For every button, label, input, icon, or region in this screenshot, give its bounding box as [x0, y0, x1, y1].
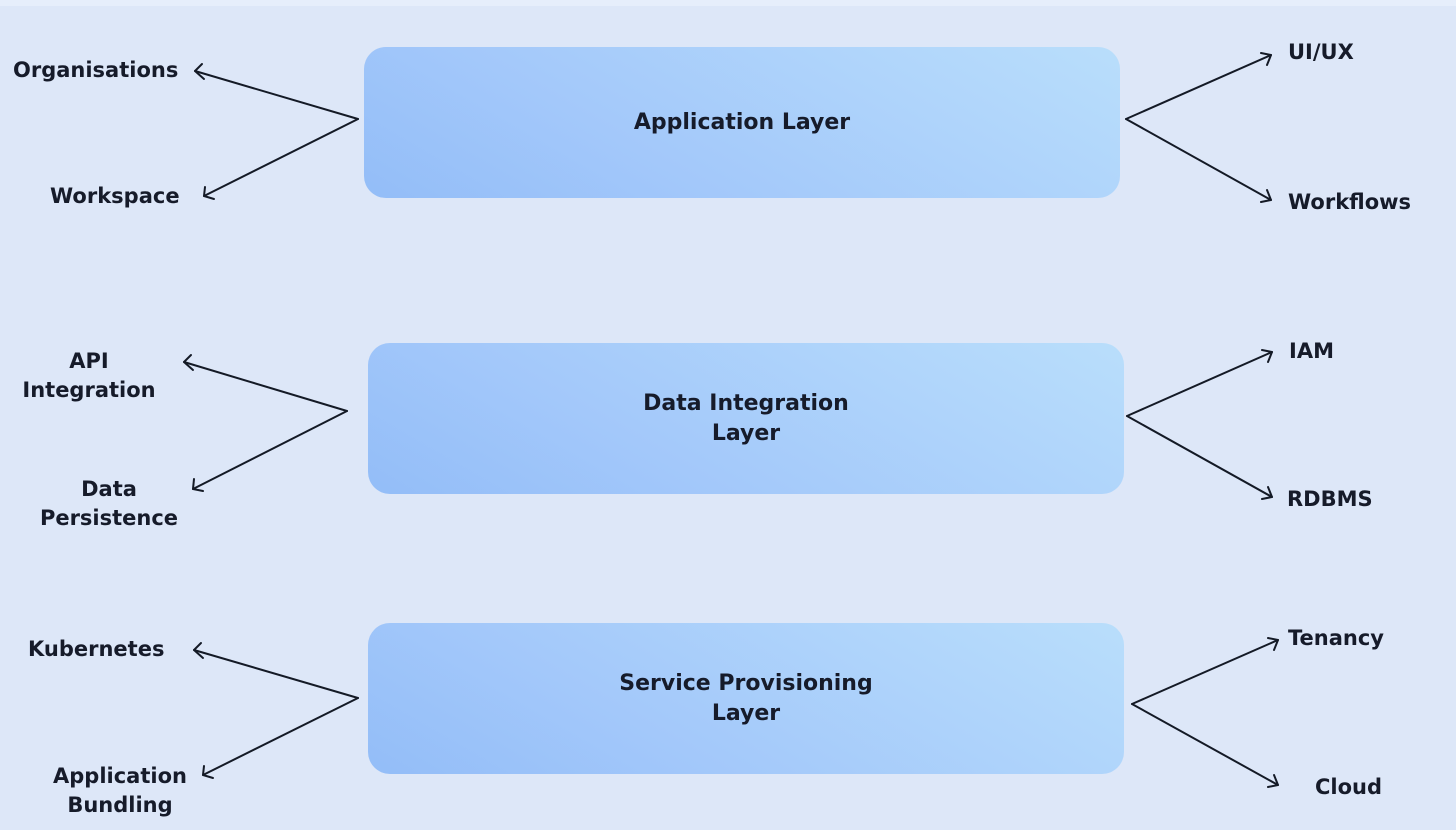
top-strip [0, 0, 1456, 6]
service-provisioning-layer-box: Service Provisioning Layer [368, 623, 1124, 774]
arrow-to-kubernetes [193, 642, 359, 699]
label-iam: IAM [1289, 339, 1334, 363]
arrow-to-workspace [203, 118, 359, 200]
service-provisioning-layer-title: Service Provisioning Layer [619, 670, 873, 726]
label-cloud: Cloud [1315, 775, 1383, 799]
arrow-to-api-integration [183, 354, 348, 412]
arrow-to-organisations [194, 63, 359, 120]
arrow-to-cloud [1131, 703, 1279, 788]
application-layer-title: Application Layer [633, 109, 851, 135]
label-tenancy: Tenancy [1288, 626, 1384, 650]
label-workflows: Workflows [1288, 190, 1412, 214]
label-application-bundling: Application Bundling [53, 764, 187, 817]
label-data-persistence: Data Persistence [39, 477, 179, 530]
data-integration-layer-title: Data Integration Layer [643, 390, 849, 446]
arrow-to-ui-ux [1125, 52, 1272, 120]
application-layer-box: Application Layer [364, 47, 1120, 198]
arrow-to-application-bundling [202, 697, 359, 779]
label-rdbms: RDBMS [1287, 487, 1373, 511]
arrow-to-data-persistence [192, 410, 348, 492]
label-workspace: Workspace [50, 184, 180, 208]
arrow-to-rdbms [1126, 415, 1273, 500]
label-organisations: Organisations [13, 58, 179, 82]
label-ui-ux: UI/UX [1288, 40, 1354, 64]
arrow-to-workflows [1125, 118, 1272, 203]
arrow-to-iam [1126, 349, 1273, 417]
label-api-integration: API Integration [22, 349, 156, 402]
data-integration-layer-box: Data Integration Layer [368, 343, 1124, 494]
arrow-to-tenancy [1131, 637, 1279, 705]
label-kubernetes: Kubernetes [28, 637, 165, 661]
